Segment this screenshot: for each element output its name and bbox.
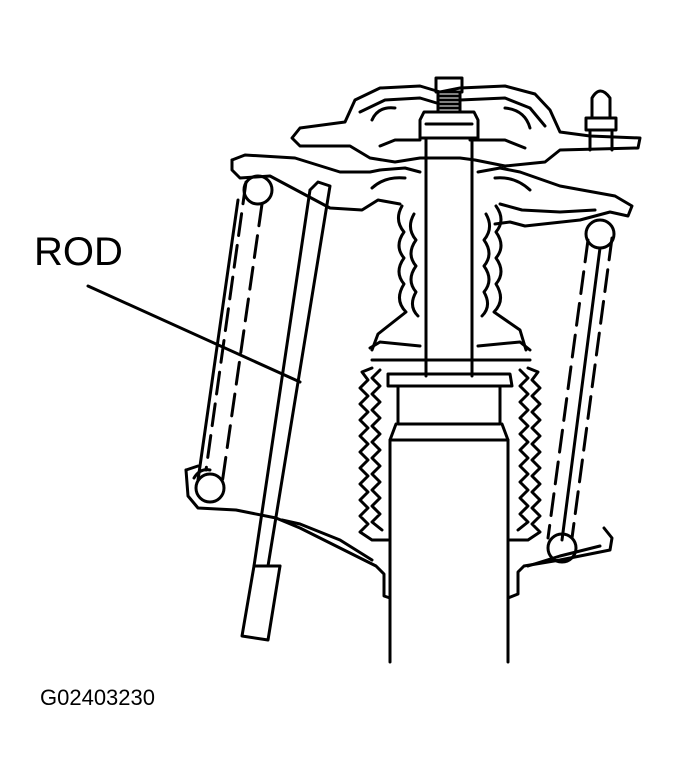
mount-stud-bolt [586, 91, 616, 150]
lower-spring-seat [186, 466, 612, 598]
rod-label: ROD [34, 230, 123, 274]
figure-code: G02403230 [40, 685, 155, 710]
coil-spring-right [548, 220, 614, 562]
compressor-rod [242, 182, 330, 640]
upper-strut-mount [292, 86, 640, 166]
upper-spring-seat [232, 155, 632, 226]
rod-leader-line [88, 286, 300, 382]
strut-body [390, 424, 508, 662]
strut-nut [420, 78, 478, 138]
piston-rod [426, 138, 472, 376]
dust-boot [372, 206, 526, 350]
coil-spring-left [196, 176, 272, 502]
lower-boot [360, 342, 540, 540]
